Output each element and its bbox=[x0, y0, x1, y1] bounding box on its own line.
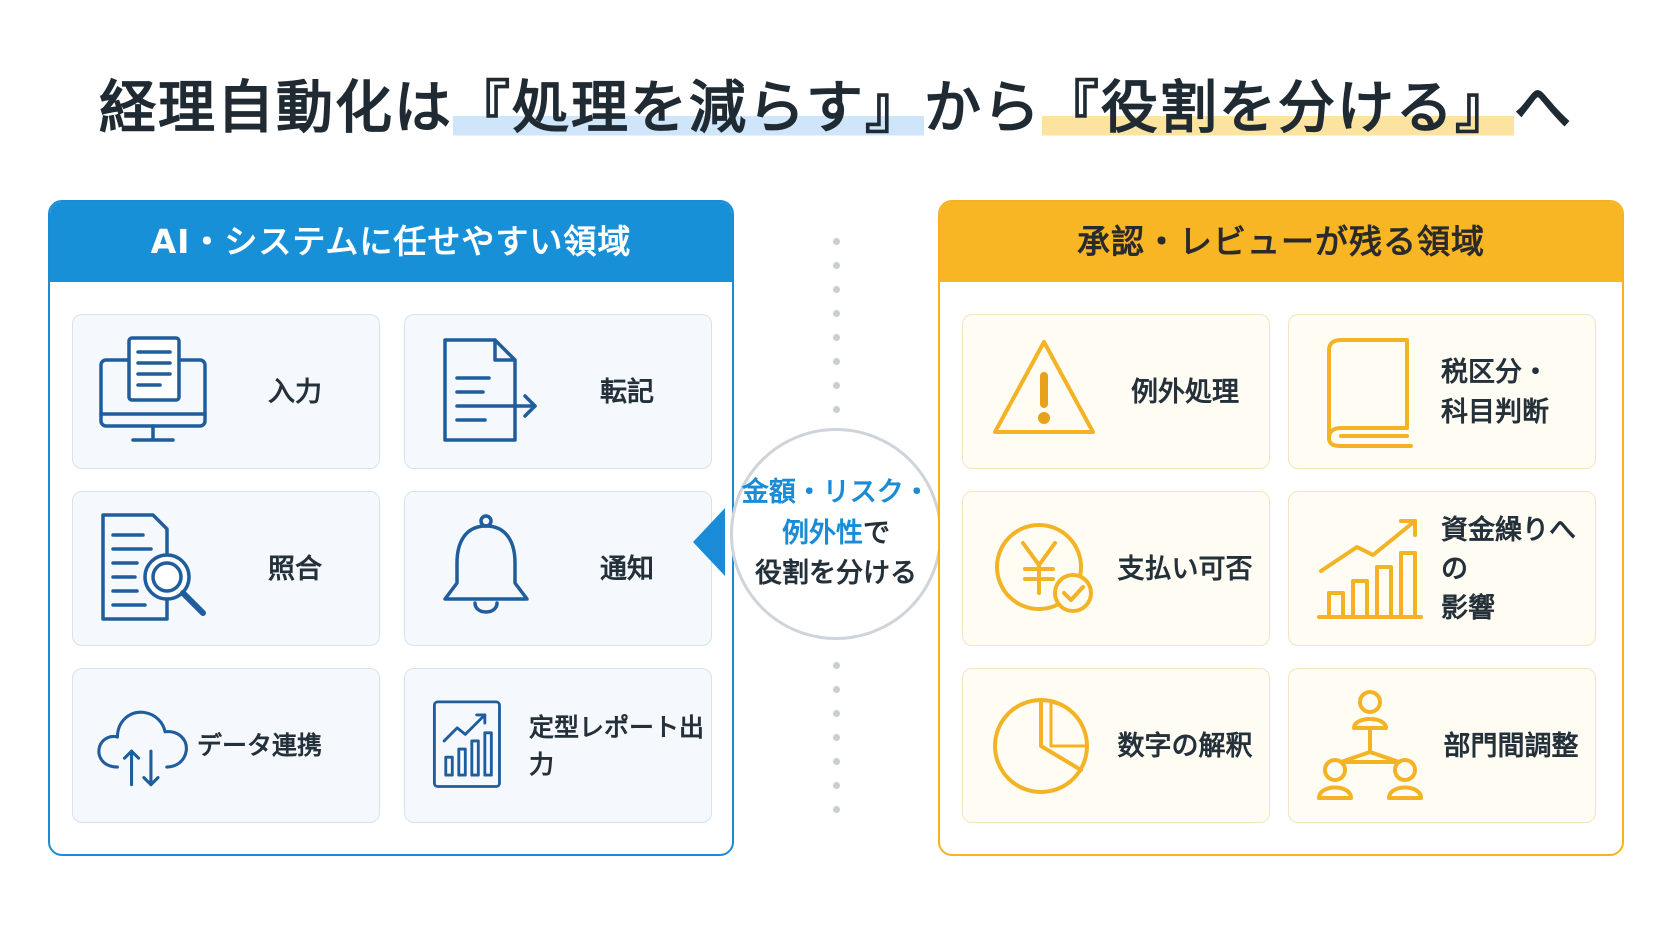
center-line3: 役割を分ける bbox=[755, 558, 917, 590]
divider-dot bbox=[833, 406, 840, 413]
card-tax-category-label-line2: 科目判断 bbox=[1441, 396, 1549, 428]
divider-dot bbox=[833, 334, 840, 341]
card-number-interpretation-label: 数字の解釈 bbox=[1117, 730, 1253, 762]
title-highlight-reduce: 『処理を減らす』 bbox=[453, 75, 924, 141]
center-role-circle: 金額・リスク・ 例外性で 役割を分ける bbox=[730, 428, 942, 640]
card-transcribe-label: 転記 bbox=[600, 376, 654, 408]
divider-dot bbox=[833, 358, 840, 365]
center-line2-suffix: で bbox=[863, 517, 890, 549]
document-magnifier-icon bbox=[101, 513, 206, 621]
card-number-interpretation: 数字の解釈 bbox=[962, 668, 1270, 823]
center-line1: 金額・リスク・ bbox=[741, 477, 931, 509]
yen-check-icon bbox=[995, 523, 1093, 613]
card-tax-category-label: 税区分・科目判断 bbox=[1429, 315, 1593, 470]
card-interdepartment-coordination: 部門間調整 bbox=[1288, 668, 1596, 823]
card-tax-category-label-line1: 税区分・ bbox=[1441, 357, 1549, 389]
card-exception-handling-label: 例外処理 bbox=[1131, 376, 1239, 408]
document-arrow-icon bbox=[443, 338, 537, 442]
ai-system-panel: AI・システムに任せやすい領域 入力 bbox=[48, 200, 734, 856]
card-exception-handling: 例外処理 bbox=[962, 314, 1270, 469]
title-part2: から bbox=[923, 75, 1042, 141]
page-title: 経理自動化は『処理を減らす』から『役割を分ける』へ bbox=[0, 62, 1672, 144]
title-part3: へ bbox=[1513, 75, 1573, 141]
divider-dot bbox=[833, 734, 840, 741]
center-line2-emphasis: 例外性 bbox=[782, 517, 863, 549]
card-cashflow-impact-label-line1: 資金繰りへの bbox=[1441, 514, 1576, 585]
center-line2: 例外性で bbox=[782, 514, 890, 555]
ai-system-panel-heading: AI・システムに任せやすい領域 bbox=[50, 202, 732, 282]
divider-dot bbox=[833, 310, 840, 317]
approval-review-panel-heading: 承認・レビューが残る領域 bbox=[940, 202, 1622, 282]
card-payment-approval-label: 支払い可否 bbox=[1117, 553, 1253, 585]
title-highlight-divide: 『役割を分ける』 bbox=[1041, 75, 1514, 141]
monitor-document-icon bbox=[99, 336, 207, 442]
growth-chart-icon bbox=[1317, 519, 1423, 619]
warning-icon bbox=[993, 340, 1095, 434]
card-reconcile-label: 照合 bbox=[268, 553, 322, 585]
card-cashflow-impact-label: 資金繰りへの影響 bbox=[1429, 492, 1593, 647]
card-cashflow-impact-label-line2: 影響 bbox=[1441, 593, 1495, 625]
card-cashflow-impact: 資金繰りへの影響 bbox=[1288, 491, 1596, 646]
bell-icon bbox=[443, 514, 529, 614]
card-payment-approval: 支払い可否 bbox=[962, 491, 1270, 646]
card-data-integration-label: データ連携 bbox=[197, 731, 323, 761]
card-transcribe: 転記 bbox=[404, 314, 712, 469]
divider-dot bbox=[833, 262, 840, 269]
pie-chart-icon bbox=[993, 698, 1089, 794]
title-part1: 経理自動化は bbox=[99, 75, 454, 141]
report-chart-icon bbox=[432, 700, 501, 788]
card-notify-label: 通知 bbox=[600, 553, 654, 585]
divider-dot bbox=[833, 382, 840, 389]
divider-dot bbox=[833, 806, 840, 813]
approval-review-panel: 承認・レビューが残る領域 例外処理 税区分・科目判断 bbox=[938, 200, 1624, 856]
book-icon bbox=[1327, 338, 1413, 448]
card-input: 入力 bbox=[72, 314, 380, 469]
divider-dot bbox=[833, 686, 840, 693]
card-report-output: 定型レポート出力 bbox=[404, 668, 712, 823]
card-tax-category: 税区分・科目判断 bbox=[1288, 314, 1596, 469]
divider-dot bbox=[833, 238, 840, 245]
card-input-label: 入力 bbox=[268, 376, 322, 408]
left-arrow-icon bbox=[693, 508, 725, 576]
divider-dot bbox=[833, 286, 840, 293]
divider-dot bbox=[833, 758, 840, 765]
divider-dot bbox=[833, 662, 840, 669]
card-notify: 通知 bbox=[404, 491, 712, 646]
card-reconcile: 照合 bbox=[72, 491, 380, 646]
divider-dot bbox=[833, 710, 840, 717]
card-interdepartment-coordination-label: 部門間調整 bbox=[1443, 730, 1579, 762]
card-data-integration: データ連携 bbox=[72, 668, 380, 823]
cloud-sync-icon bbox=[97, 710, 188, 787]
card-report-output-label: 定型レポート出力 bbox=[529, 713, 705, 779]
divider-dot bbox=[833, 782, 840, 789]
org-people-icon bbox=[1317, 690, 1423, 800]
